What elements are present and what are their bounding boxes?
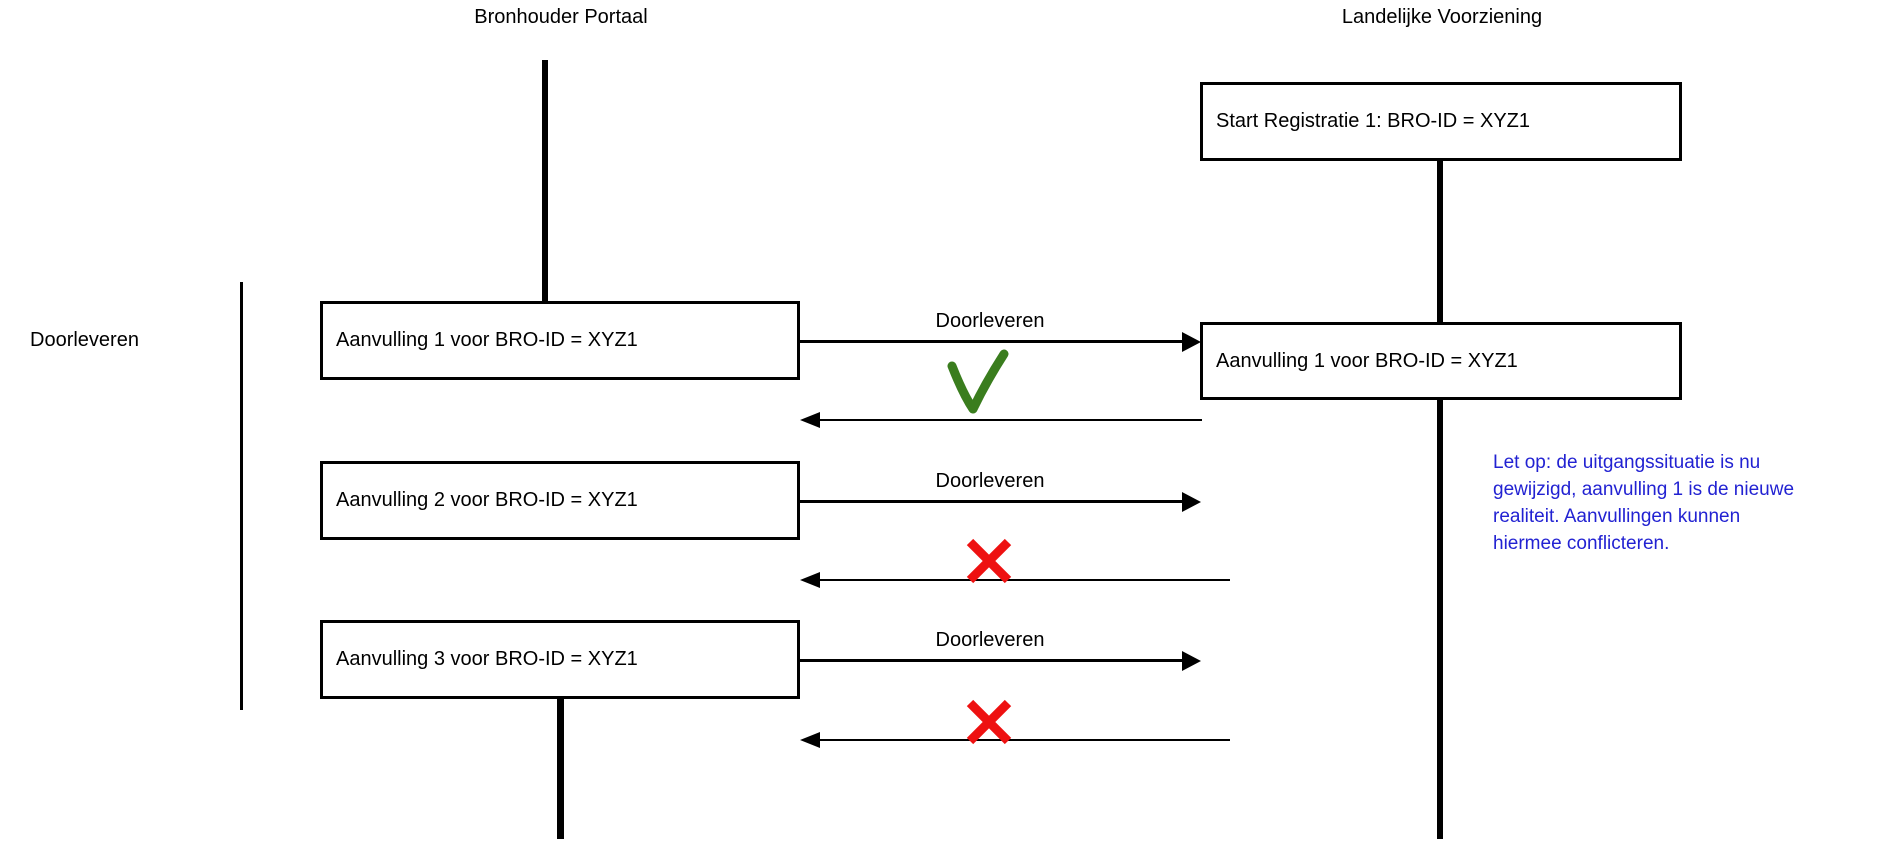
call-arrow-1-line (800, 340, 1184, 343)
group-label: Doorleveren (30, 329, 139, 351)
call-arrow-3-line (800, 659, 1184, 662)
return-arrow-3-line (820, 739, 1230, 741)
aanvulling-2-label: Aanvulling 2 voor BRO-ID = XYZ1 (336, 489, 638, 511)
lv-aanvulling-1-label: Aanvulling 1 voor BRO-ID = XYZ1 (1216, 349, 1518, 372)
start-registratie-label: Start Registratie 1: BRO-ID = XYZ1 (1216, 110, 1530, 132)
doorleveren-label-3: Doorleveren (935, 629, 1045, 651)
landelijke-voorziening-lifeline (1437, 160, 1443, 839)
aanvulling-2-box: Aanvulling 2 voor BRO-ID = XYZ1 (320, 461, 800, 540)
cross-icon (966, 538, 1012, 584)
doorleveren-label-2: Doorleveren (935, 470, 1045, 492)
note-line-4: hiermee conflicteren. (1493, 533, 1670, 554)
bronhouder-lifeline-bottom (557, 699, 564, 839)
aanvulling-1-label: Aanvulling 1 voor BRO-ID = XYZ1 (336, 329, 638, 351)
call-arrow-1-head (1182, 332, 1201, 352)
note-line-2: gewijzigd, aanvulling 1 is de nieuwe (1493, 479, 1795, 500)
return-arrow-1-head (800, 412, 820, 428)
lv-aanvulling-1-box: Aanvulling 1 voor BRO-ID = XYZ1 (1200, 322, 1682, 400)
group-bracket (240, 282, 243, 710)
note-text: Let op: de uitgangssituatie is nu gewijz… (1493, 449, 1794, 557)
call-arrow-3-head (1182, 651, 1201, 671)
check-icon (947, 349, 1009, 414)
note-line-1: Let op: de uitgangssituatie is nu (1493, 452, 1761, 473)
return-arrow-1-line (820, 419, 1202, 421)
cross-icon (966, 699, 1012, 745)
call-arrow-2-head (1182, 492, 1201, 512)
aanvulling-3-box: Aanvulling 3 voor BRO-ID = XYZ1 (320, 620, 800, 699)
call-arrow-2-line (800, 500, 1184, 503)
note-line-3: realiteit. Aanvullingen kunnen (1493, 506, 1741, 527)
return-arrow-3-head (800, 732, 820, 748)
aanvulling-1-box: Aanvulling 1 voor BRO-ID = XYZ1 (320, 301, 800, 380)
bronhouder-lifeline-top (542, 60, 548, 301)
aanvulling-3-label: Aanvulling 3 voor BRO-ID = XYZ1 (336, 648, 638, 670)
actor-title-landelijke-voorziening: Landelijke Voorziening (1341, 6, 1543, 28)
actor-title-bronhouder-portaal: Bronhouder Portaal (474, 6, 648, 28)
return-arrow-2-head (800, 572, 820, 588)
doorleveren-label-1: Doorleveren (935, 310, 1045, 332)
return-arrow-2-line (820, 579, 1230, 581)
start-registratie-box: Start Registratie 1: BRO-ID = XYZ1 (1200, 82, 1682, 161)
